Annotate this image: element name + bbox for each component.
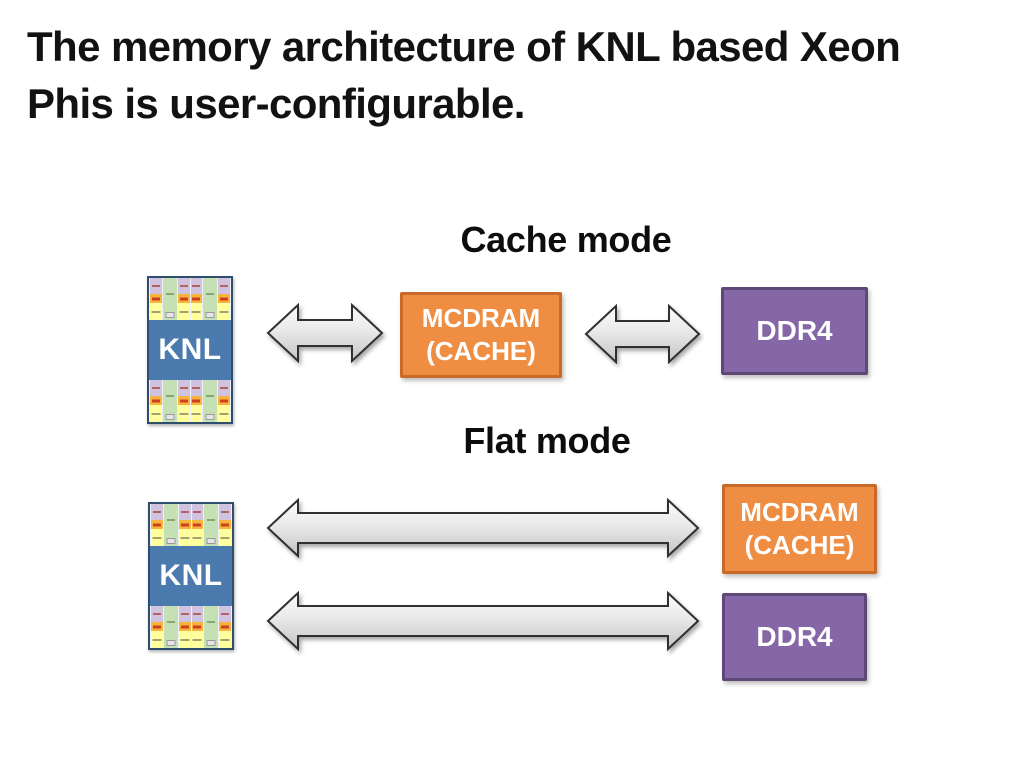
die-block	[191, 529, 204, 546]
die-tile-column	[150, 380, 162, 422]
die-tile-column	[178, 504, 191, 546]
die-block	[191, 606, 204, 622]
die-block	[191, 631, 204, 648]
die-block	[178, 520, 191, 529]
die-tile-column	[150, 278, 162, 320]
die-tile-column	[190, 380, 203, 422]
die-block	[218, 380, 230, 396]
die-core-column	[162, 380, 177, 422]
die-block	[151, 529, 163, 546]
die-block	[177, 294, 190, 303]
die-block	[191, 504, 204, 520]
die-block	[177, 278, 190, 294]
die-block	[219, 504, 231, 520]
flat-mode-heading: Flat mode	[463, 420, 631, 461]
knl-label: KNL	[158, 333, 222, 366]
slide-title: The memory architecture of KNL based Xeo…	[27, 18, 987, 132]
die-block	[218, 303, 230, 320]
die-block	[191, 622, 204, 631]
die-tile-column	[218, 278, 230, 320]
mcdram-cache-box: MCDRAM (CACHE)	[400, 292, 562, 378]
die-tile-column	[177, 278, 190, 320]
die-block	[177, 380, 190, 396]
die-block	[151, 520, 163, 529]
knl-chip-flat: KNL	[148, 502, 234, 650]
slide-title-line2: Phis is user-configurable.	[27, 80, 525, 127]
die-block	[178, 606, 191, 622]
die-block	[190, 396, 203, 405]
die-block	[178, 529, 191, 546]
die-core-column	[163, 606, 178, 648]
die-tile-column	[191, 504, 204, 546]
die-tile-column	[191, 606, 204, 648]
die-block	[219, 631, 231, 648]
die-tile-column	[178, 606, 191, 648]
die-block	[178, 622, 191, 631]
die-tile-column	[151, 606, 163, 648]
die-block	[150, 396, 162, 405]
die-block	[178, 504, 191, 520]
die-block	[177, 396, 190, 405]
die-block	[150, 278, 162, 294]
die-block	[218, 405, 230, 422]
knl-die-strip	[150, 504, 232, 546]
die-tile-column	[219, 504, 231, 546]
die-block	[150, 405, 162, 422]
knl-mcdram-double-arrow-icon	[266, 303, 384, 363]
die-block	[190, 278, 203, 294]
ddr4-flat-box: DDR4	[722, 593, 867, 681]
die-core-column	[162, 278, 177, 320]
die-block	[219, 606, 231, 622]
knl-ddr4-flat-double-arrow-icon	[266, 591, 700, 651]
knl-die-center: KNL	[150, 546, 232, 606]
die-block	[150, 380, 162, 396]
die-block	[150, 294, 162, 303]
die-block	[151, 606, 163, 622]
die-core-column	[204, 606, 219, 648]
die-core-column	[203, 380, 218, 422]
die-tile-column	[218, 380, 230, 422]
die-block	[190, 380, 203, 396]
die-block	[151, 622, 163, 631]
die-block	[190, 405, 203, 422]
die-tile-column	[190, 278, 203, 320]
die-block	[191, 520, 204, 529]
die-core-column	[163, 504, 178, 546]
knl-die-center: KNL	[149, 320, 231, 380]
slide-title-line1: The memory architecture of KNL based Xeo…	[27, 23, 901, 70]
cache-mode-heading: Cache mode	[460, 219, 672, 260]
die-core-column	[203, 278, 218, 320]
die-block	[218, 278, 230, 294]
knl-label: KNL	[159, 559, 223, 592]
die-block	[178, 631, 191, 648]
die-tile-column	[151, 504, 163, 546]
die-block	[218, 396, 230, 405]
die-block	[219, 529, 231, 546]
die-block	[219, 520, 231, 529]
knl-chip-cache: KNL	[147, 276, 233, 424]
knl-die-strip	[150, 606, 232, 648]
die-block	[150, 303, 162, 320]
die-block	[218, 294, 230, 303]
mcdram-ddr4-double-arrow-icon	[584, 304, 701, 364]
die-block	[151, 631, 163, 648]
knl-mcdram-flat-double-arrow-icon	[266, 498, 700, 558]
die-tile-column	[219, 606, 231, 648]
mcdram-flat-box: MCDRAM (CACHE)	[722, 484, 877, 574]
die-block	[151, 504, 163, 520]
die-block	[219, 622, 231, 631]
die-tile-column	[177, 380, 190, 422]
die-block	[190, 303, 203, 320]
knl-die-strip	[149, 278, 231, 320]
die-block	[190, 294, 203, 303]
die-block	[177, 303, 190, 320]
knl-die-strip	[149, 380, 231, 422]
die-core-column	[204, 504, 219, 546]
ddr4-cache-box: DDR4	[721, 287, 868, 375]
die-block	[177, 405, 190, 422]
